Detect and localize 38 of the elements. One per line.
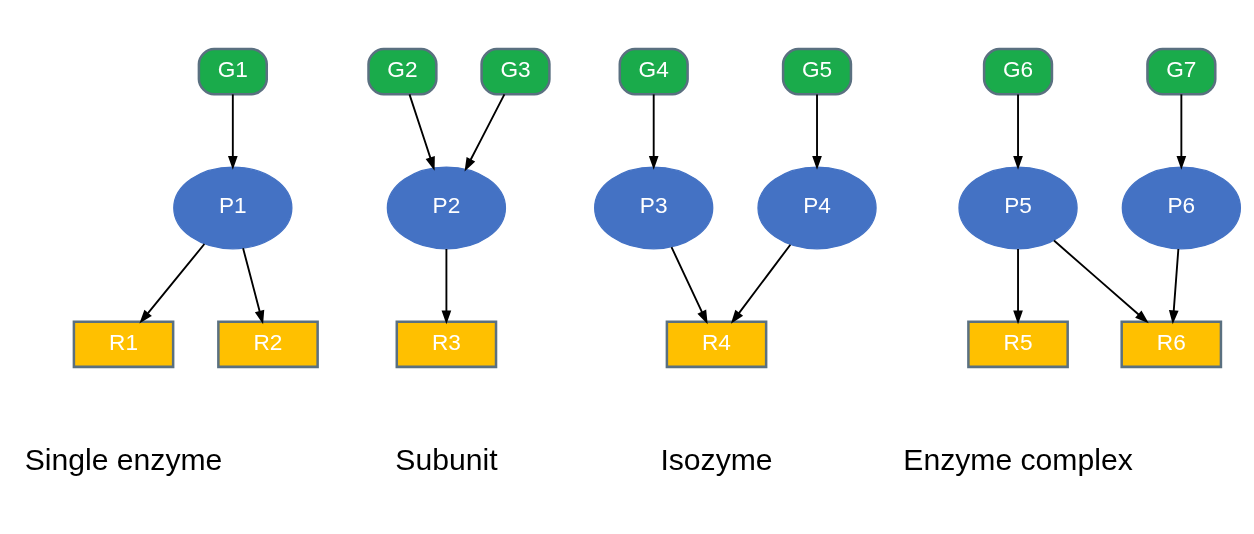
arrow	[408, 93, 435, 171]
node-box: R4	[665, 320, 768, 369]
arrow	[441, 248, 452, 325]
arrow	[730, 243, 792, 324]
arrow	[1013, 248, 1023, 325]
node-ellipse: P2	[386, 166, 507, 250]
node-box: R6	[1120, 320, 1223, 369]
arrow	[242, 247, 265, 325]
node-box: G5	[781, 47, 853, 96]
arrow	[648, 93, 659, 170]
node-ellipse: P3	[594, 166, 714, 250]
arrow	[670, 246, 708, 325]
node-box: R5	[967, 320, 1069, 369]
label: Isozyme	[660, 443, 773, 477]
arrow	[1053, 239, 1149, 324]
node-box: G3	[480, 47, 551, 96]
node-box: G2	[367, 47, 438, 96]
arrow	[1176, 93, 1187, 170]
arrow	[139, 243, 206, 324]
node-box: G1	[197, 47, 268, 96]
node-box: R1	[72, 320, 175, 369]
label: Subunit	[395, 443, 498, 477]
node-box: G7	[1146, 47, 1217, 96]
arrow	[1168, 248, 1180, 325]
node-box: G6	[982, 47, 1054, 96]
label: Single enzyme	[24, 443, 223, 477]
arrow	[464, 93, 506, 172]
node-ellipse: P6	[1121, 166, 1242, 250]
node-ellipse: P1	[173, 166, 293, 250]
node-box: R2	[217, 320, 319, 369]
arrow	[228, 93, 238, 170]
node-ellipse: P4	[757, 166, 877, 250]
arrow	[1013, 93, 1023, 170]
node-ellipse: P5	[958, 166, 1078, 250]
node-box: G4	[618, 47, 689, 96]
node-box: R3	[395, 320, 498, 369]
label: Enzyme complex	[903, 443, 1133, 477]
arrow	[812, 93, 822, 170]
